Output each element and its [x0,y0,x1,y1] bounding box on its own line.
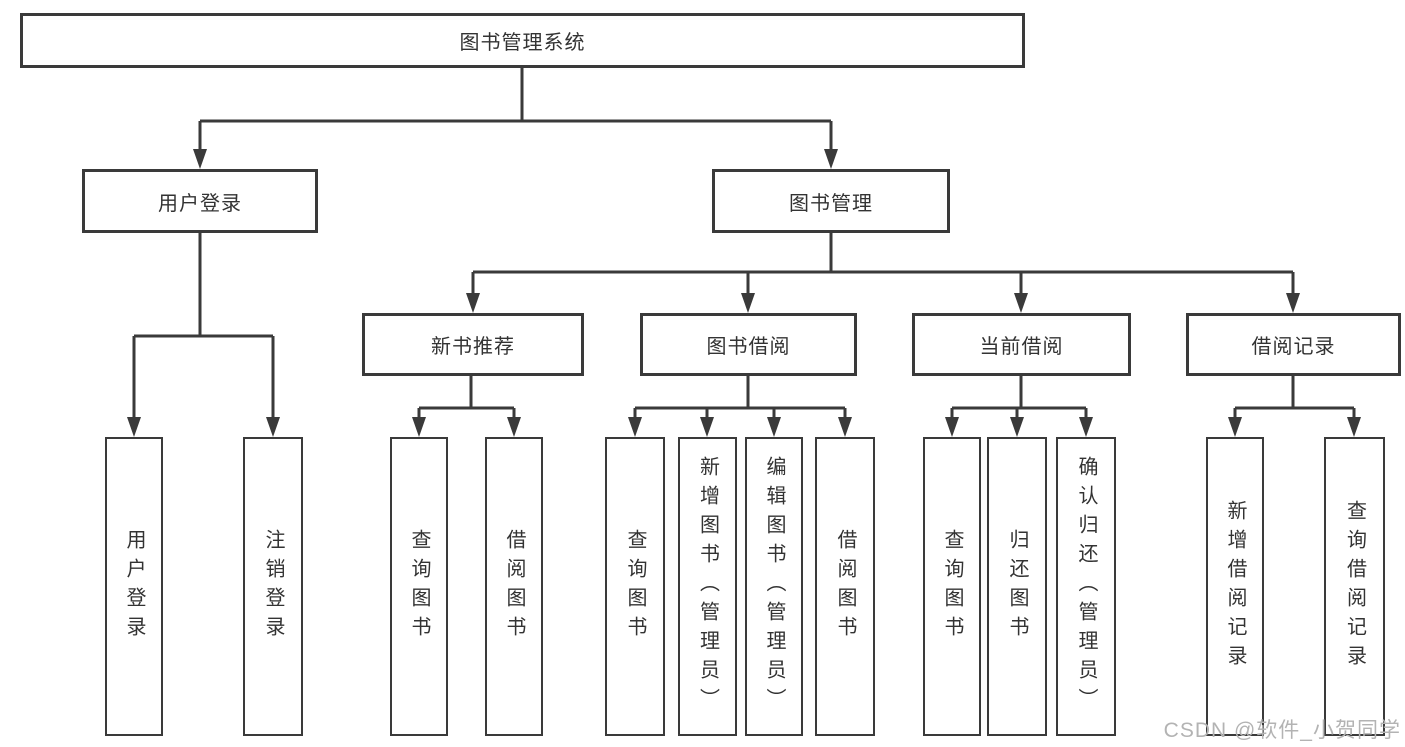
leaf-user-login: 用户登录 [105,437,163,736]
leaf-add-borrow-record-label: 新增借阅记录 [1224,499,1246,674]
edges-user-login [127,233,280,437]
leaf-borrow-books-recommend-label: 借阅图书 [503,528,525,645]
node-borrow-records-label: 借阅记录 [1251,336,1336,358]
leaf-confirm-return-admin: 确认归还（管理员） [1056,437,1116,736]
node-book-borrowing-label: 图书借阅 [706,336,791,358]
leaf-logout-label: 注销登录 [262,528,284,645]
leaf-add-borrow-record: 新增借阅记录 [1206,437,1264,736]
leaf-query-books-recommend-label: 查询图书 [408,528,430,645]
leaf-logout: 注销登录 [243,437,303,736]
leaf-return-books-label: 归还图书 [1006,528,1028,645]
node-library-management-system: 图书管理系统 [20,13,1025,68]
node-user-login: 用户登录 [82,169,318,233]
node-new-book-recommend-label: 新书推荐 [431,336,515,358]
leaf-query-books-borrowing-label: 查询图书 [624,528,646,645]
edges-root [193,68,838,169]
leaf-query-books-current: 查询图书 [923,437,981,736]
edges-borrow-records [1228,376,1361,437]
edges-current-borrowing [945,376,1093,437]
watermark: CSDN @软件_小贺同学 [1163,719,1401,742]
leaf-borrow-books-borrowing: 借阅图书 [815,437,875,736]
node-library-management-system-label: 图书管理系统 [459,32,586,54]
node-borrow-records: 借阅记录 [1186,313,1401,376]
leaf-query-borrow-record: 查询借阅记录 [1324,437,1385,736]
edges-new-book-recommend [412,376,521,437]
leaf-query-books-current-label: 查询图书 [941,528,963,645]
leaf-confirm-return-admin-label: 确认归还（管理员） [1075,456,1097,717]
node-book-management-label: 图书管理 [789,192,873,215]
node-user-login-label: 用户登录 [158,192,242,215]
node-new-book-recommend: 新书推荐 [362,313,584,376]
edges-book-management [466,233,1300,313]
leaf-edit-books-admin-label: 编辑图书（管理员） [763,456,785,717]
leaf-borrow-books-borrowing-label: 借阅图书 [834,528,856,645]
leaf-edit-books-admin: 编辑图书（管理员） [745,437,803,736]
edges-book-borrowing [628,376,852,437]
node-book-borrowing: 图书借阅 [640,313,857,376]
leaf-query-borrow-record-label: 查询借阅记录 [1343,499,1366,674]
leaf-add-books-admin: 新增图书（管理员） [678,437,737,736]
leaf-return-books: 归还图书 [987,437,1047,736]
node-book-management: 图书管理 [712,169,950,233]
node-current-borrowing-label: 当前借阅 [979,336,1064,358]
leaf-user-login-label: 用户登录 [123,528,145,645]
leaf-borrow-books-recommend: 借阅图书 [485,437,543,736]
leaf-query-books-recommend: 查询图书 [390,437,448,736]
leaf-add-books-admin-label: 新增图书（管理员） [696,456,719,717]
leaf-query-books-borrowing: 查询图书 [605,437,665,736]
node-current-borrowing: 当前借阅 [912,313,1131,376]
